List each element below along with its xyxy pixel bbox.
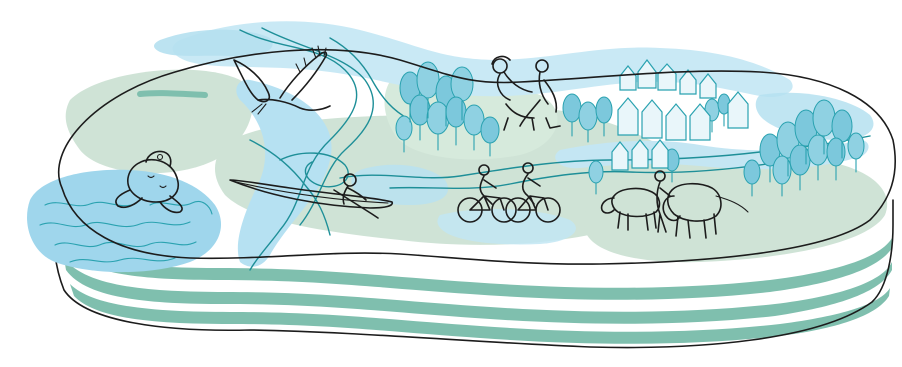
meadow-stroke-accent [140,93,205,95]
water-wash-north [154,30,273,57]
